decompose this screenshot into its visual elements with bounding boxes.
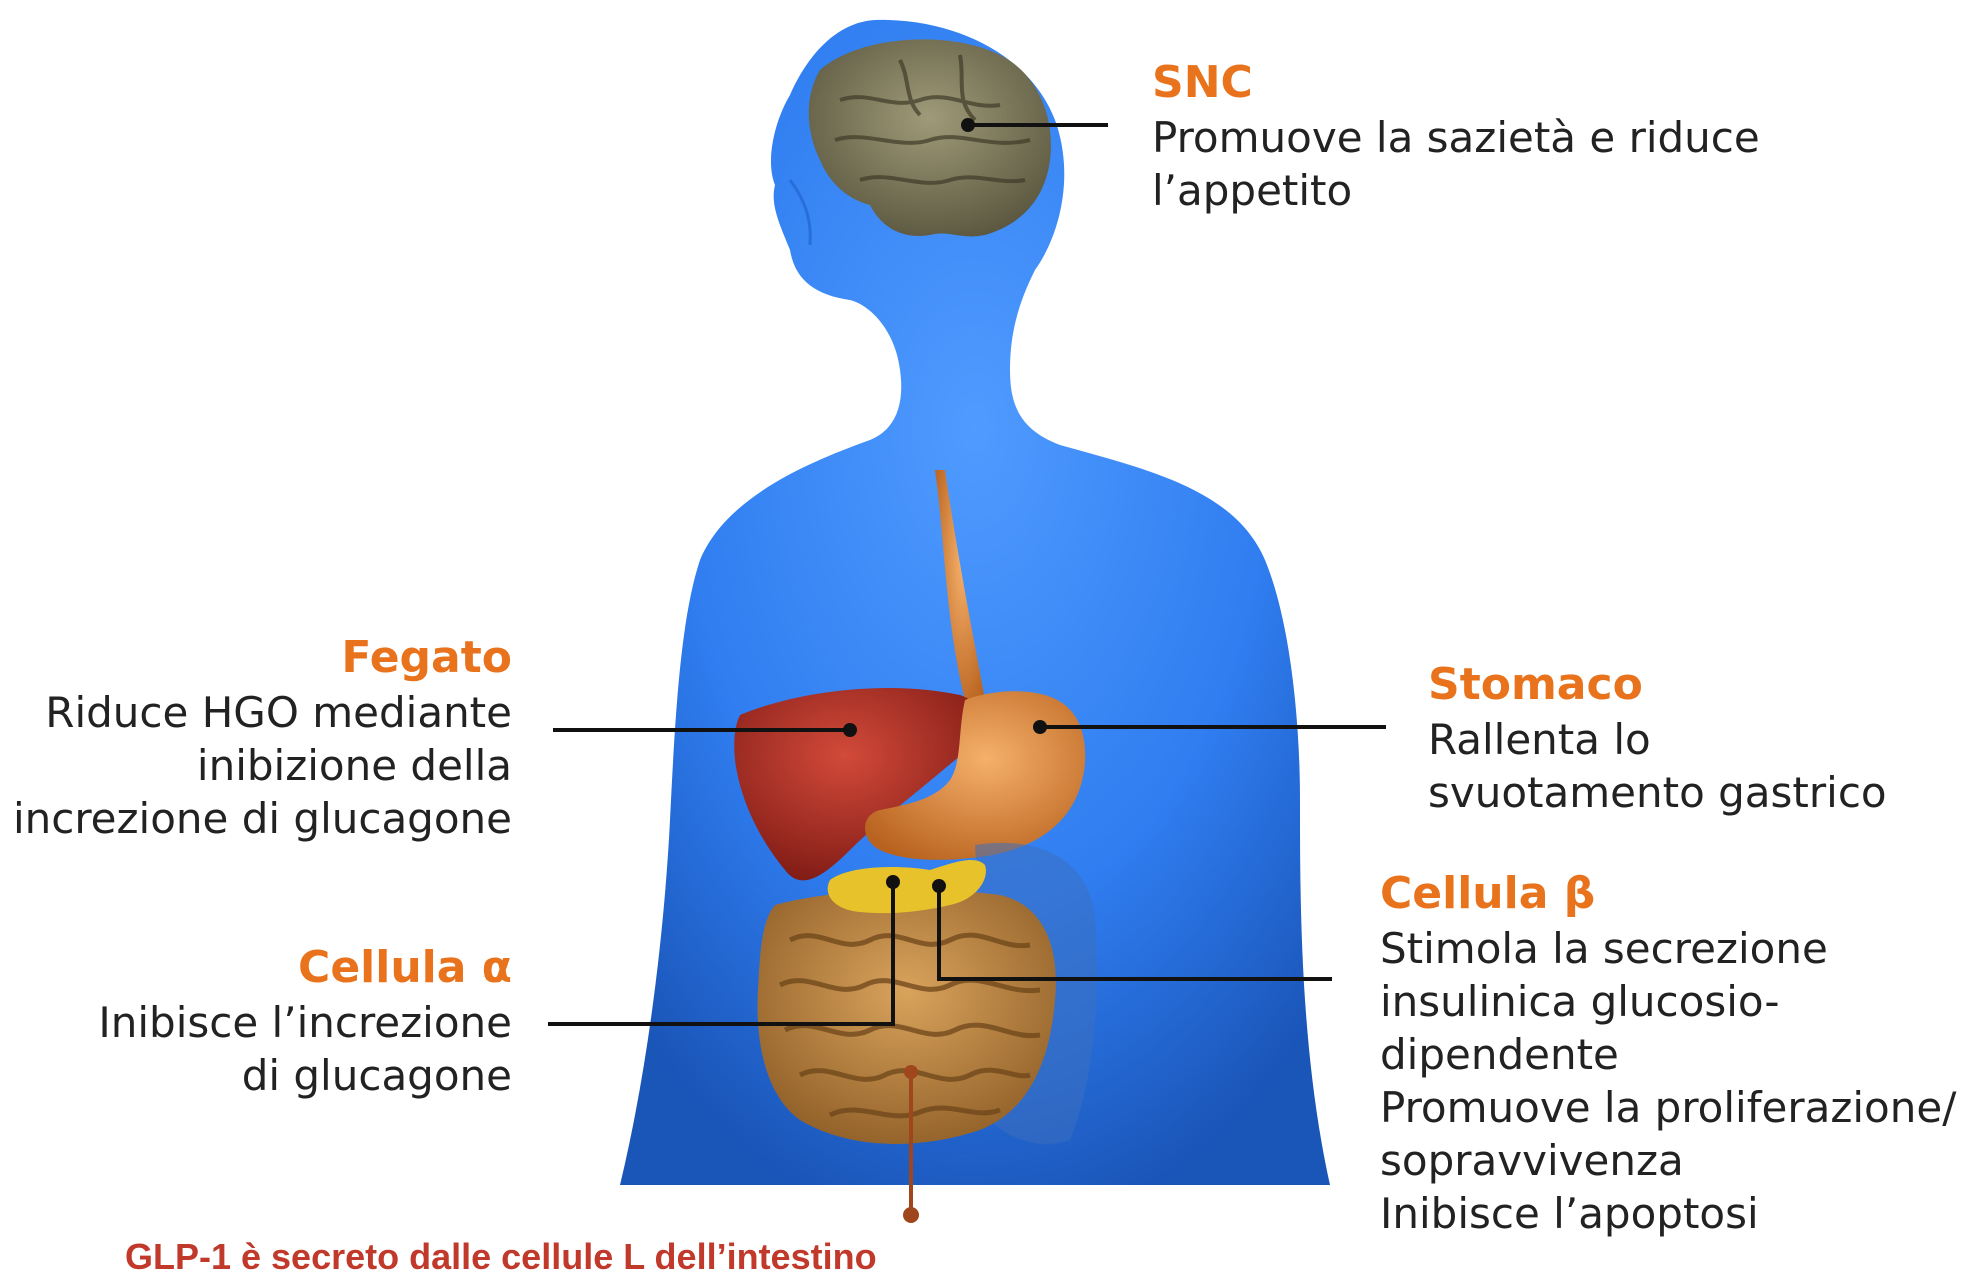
fegato-text-line: Riduce HGO mediante (0, 686, 512, 739)
stomaco-text-line: Rallenta lo (1428, 713, 1887, 766)
stomaco-text-line: svuotamento gastrico (1428, 766, 1887, 819)
cellula-alfa-text-line: di glucagone (0, 1049, 512, 1102)
cellula-beta-label: Cellula β Stimola la secrezione insulini… (1380, 866, 1956, 1240)
fegato-text-line: increzione di glucagone (0, 792, 512, 845)
glp1-caption: GLP-1 è secreto dalle cellule L dell’int… (125, 1236, 1025, 1278)
cellula-beta-text-line: insulinica glucosio- (1380, 975, 1956, 1028)
cellula-beta-text-line: Stimola la secrezione (1380, 922, 1956, 975)
stomaco-label: Stomaco Rallenta lo svuotamento gastrico (1428, 657, 1887, 819)
snc-label: SNC Promuove la sazietà e riduce l’appet… (1152, 55, 1760, 217)
cellula-beta-text-line: dipendente (1380, 1028, 1956, 1081)
fegato-title: Fegato (0, 630, 512, 686)
cellula-beta-title: Cellula β (1380, 866, 1956, 922)
cellula-alfa-label: Cellula α Inibisce l’increzione di gluca… (0, 940, 512, 1102)
snc-text-line: Promuove la sazietà e riduce (1152, 111, 1760, 164)
cellula-beta-text-line: sopravvivenza (1380, 1134, 1956, 1187)
stomaco-title: Stomaco (1428, 657, 1887, 713)
cellula-beta-text-line: Promuove la proliferazione/ (1380, 1081, 1956, 1134)
cellula-alfa-text-line: Inibisce l’increzione (0, 996, 512, 1049)
snc-text-line: l’appetito (1152, 164, 1760, 217)
cellula-beta-text-line: Inibisce l’apoptosi (1380, 1187, 1956, 1240)
fegato-label: Fegato Riduce HGO mediante inibizione de… (0, 630, 512, 845)
snc-title: SNC (1152, 55, 1760, 111)
cellula-alfa-title: Cellula α (0, 940, 512, 996)
fegato-text-line: inibizione della (0, 739, 512, 792)
